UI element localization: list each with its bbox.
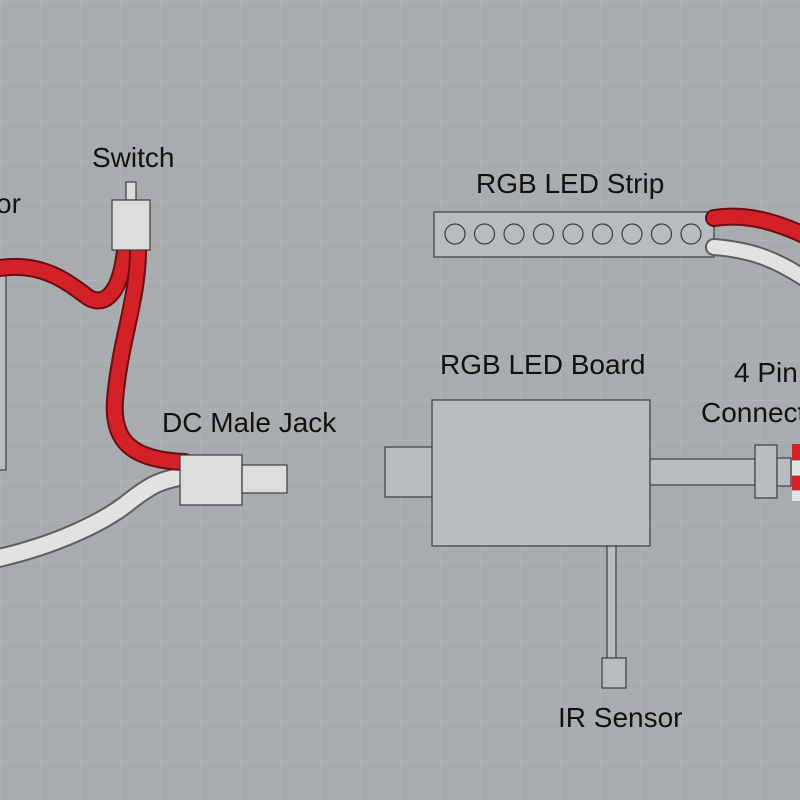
red-wires-switch	[0, 241, 194, 471]
led-strip-label: RGB LED Strip	[476, 168, 664, 199]
dc-male-jack	[179, 454, 288, 506]
dc-jack-label: DC Male Jack	[162, 407, 337, 438]
rgb-led-strip	[433, 211, 715, 258]
switch-toggle	[125, 181, 137, 201]
connector-wire-white-2	[792, 491, 800, 501]
led-8	[650, 223, 673, 245]
led-1	[444, 223, 466, 245]
led-4	[532, 223, 555, 245]
led-7	[621, 223, 643, 245]
led-board-output-cable	[649, 458, 756, 486]
led-board-left-port	[384, 446, 434, 498]
led-strip-leds	[444, 223, 702, 245]
led-6	[591, 223, 614, 245]
ir-sensor-label: IR Sensor	[558, 702, 683, 733]
connector-plug	[776, 457, 792, 487]
led-board-label: RGB LED Board	[440, 349, 645, 380]
led-board-body	[431, 399, 651, 547]
connector-label-line1: 4 Pin	[734, 357, 798, 388]
ir-sensor-cable	[606, 545, 617, 659]
dc-jack-plug	[241, 464, 288, 494]
switch-label: Switch	[92, 142, 174, 173]
connector-wire-red-2	[792, 476, 800, 490]
connector-body	[754, 444, 778, 499]
led-9	[680, 223, 702, 245]
switch-component	[111, 181, 151, 251]
four-pin-connector	[754, 444, 800, 501]
connector-wire-white	[792, 461, 800, 475]
led-5	[562, 223, 584, 245]
switch-body	[111, 199, 151, 251]
partial-label-left: or	[0, 188, 21, 219]
rgb-led-board	[384, 399, 756, 659]
partial-component-left	[0, 274, 7, 471]
connector-label-line2: Connector	[701, 397, 800, 428]
led-3	[503, 223, 525, 245]
dc-jack-body	[179, 454, 243, 506]
ir-sensor-body	[601, 657, 627, 689]
led-strip-wires	[705, 207, 800, 287]
led-2	[473, 223, 496, 245]
connector-wire-red	[792, 444, 800, 460]
white-wire-left	[0, 466, 195, 568]
